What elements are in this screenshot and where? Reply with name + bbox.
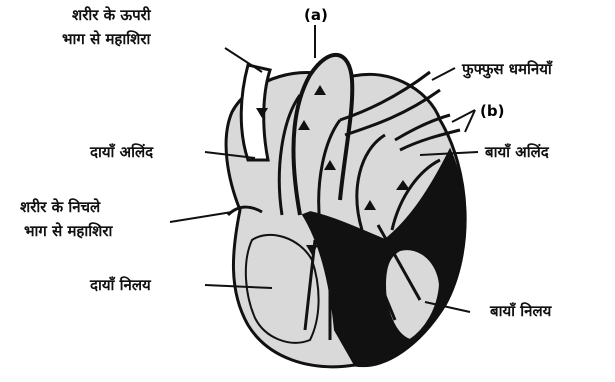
label-upper-vena-cava-line2: भाग से महाशिरा <box>62 30 150 48</box>
label-pulmonary-arteries: फुफ्फुस धमनियाँ <box>462 60 552 78</box>
label-lower-vena-cava-line1: शरीर के निचले <box>20 198 100 216</box>
label-left-ventricle: बायाँ निलय <box>490 302 551 320</box>
label-right-ventricle: दायाँ निलय <box>90 276 151 294</box>
label-left-atrium: बायाँ अलिंद <box>485 143 549 161</box>
label-right-atrium: दायाँ अलिंद <box>90 143 153 161</box>
marker-b: (b) <box>480 102 504 120</box>
label-lower-vena-cava-line2: भाग से महाशिरा <box>24 222 112 240</box>
label-upper-vena-cava-line1: शरीर के ऊपरी <box>72 6 151 24</box>
marker-a: (a) <box>304 6 328 24</box>
